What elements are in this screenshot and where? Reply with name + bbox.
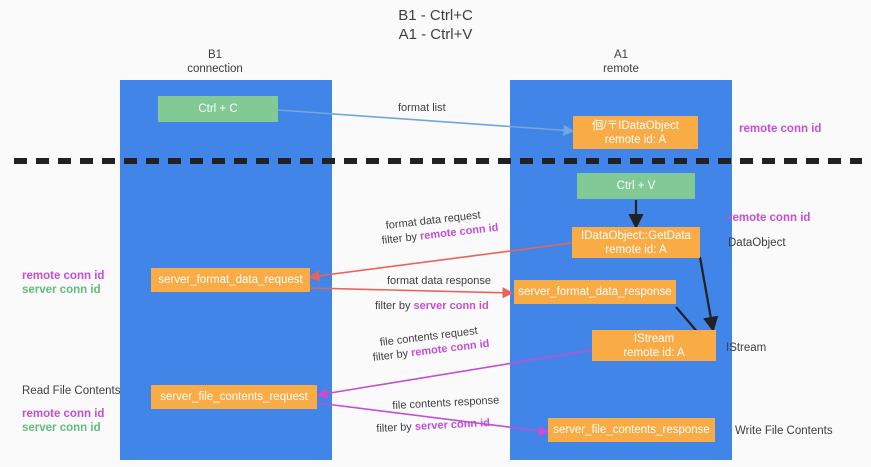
edge-label-format-data-response-text: format data response xyxy=(387,275,491,287)
side-label-istream: IStream xyxy=(726,342,767,354)
filter-key-server-conn-id: server conn id xyxy=(414,417,491,433)
page-title: B1 - Ctrl+C A1 - Ctrl+V xyxy=(398,7,473,43)
side-label-remote-conn-id-top: remote conn id xyxy=(739,123,822,135)
side-label-left-remote-conn-id-2: remote conn id xyxy=(22,408,105,420)
side-label-dataobject: DataObject xyxy=(728,237,786,249)
filter-prefix: filter by xyxy=(376,420,416,435)
box-ctrl-c[interactable]: Ctrl + C xyxy=(158,96,278,122)
side-label-write-file-contents: Write File Contents xyxy=(735,425,833,437)
box-ctrl-v[interactable]: Ctrl + V xyxy=(577,173,695,199)
edge-label-format-list: format list xyxy=(398,101,446,115)
edge-label-format-data-response-filter: filter by server conn id xyxy=(375,299,489,313)
arrow-getdata-istream xyxy=(698,256,719,333)
box-idataobject-getdata[interactable]: IDataObject::GetData remote id: A xyxy=(572,227,700,258)
side-label-left-server-conn-id-2: server conn id xyxy=(22,422,101,434)
filter-key-server-conn-id: server conn id xyxy=(413,300,489,312)
column-header-a1: A1 remote xyxy=(603,49,639,75)
edge-label-format-list-text: format list xyxy=(398,102,446,114)
filter-prefix: filter by xyxy=(375,300,414,312)
arrow-file-contents-request xyxy=(316,349,593,399)
side-label-read-file-contents: Read File Contents xyxy=(22,385,121,397)
box-server-format-data-response[interactable]: server_format_data_response xyxy=(514,280,676,304)
box-istream[interactable]: IStream remote id: A xyxy=(592,330,716,361)
side-label-remote-conn-id-mid: remote conn id xyxy=(728,212,811,224)
box-server-format-data-request[interactable]: server_format_data_request xyxy=(151,268,310,292)
side-label-left-remote-conn-id-1: remote conn id xyxy=(22,270,105,282)
box-server-file-contents-request[interactable]: server_file_contents_request xyxy=(151,385,317,409)
arrow-format-data-response xyxy=(309,287,514,299)
side-label-left-server-conn-id-1: server conn id xyxy=(22,284,101,296)
box-idataobject-remote[interactable]: 佪/〒IDataObject remote id: A xyxy=(573,116,698,149)
arrow-format-list xyxy=(277,109,575,136)
box-server-file-contents-response[interactable]: server_file_contents_response xyxy=(548,418,715,442)
column-header-b1: B1 connection xyxy=(187,49,243,75)
edge-label-format-data-response: format data response xyxy=(387,274,491,288)
arrow-file-contents-response xyxy=(317,402,550,437)
arrow-format-data-request xyxy=(308,242,573,282)
